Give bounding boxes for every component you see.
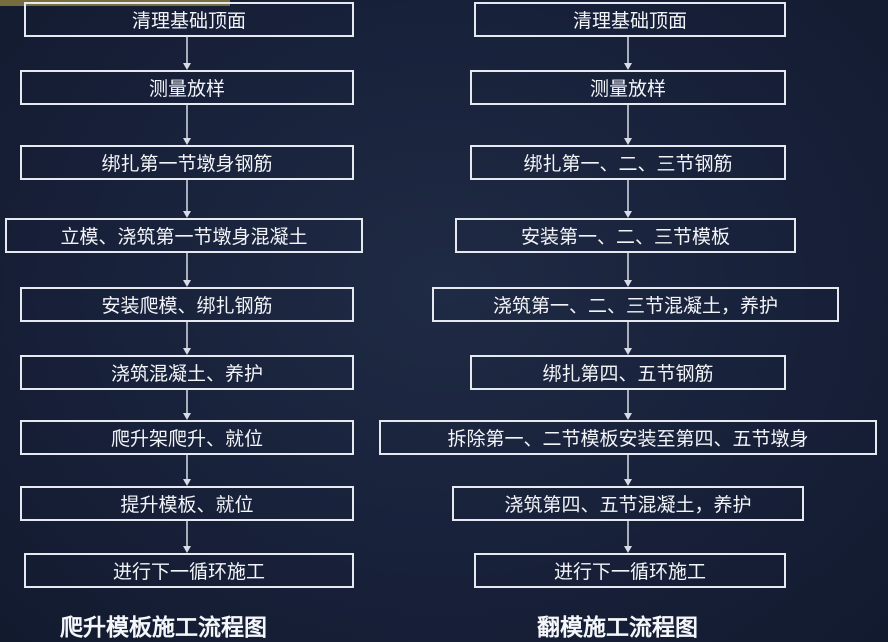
right-step-8: 浇筑第四、五节混凝土，养护 — [452, 486, 804, 521]
left-step-9: 进行下一循环施工 — [24, 553, 354, 588]
left-arrow-8 — [183, 521, 191, 553]
left-step-4: 立模、浇筑第一节墩身混凝土 — [5, 218, 363, 253]
left-arrow-6 — [183, 390, 191, 420]
left-step-6: 浇筑混凝土、养护 — [20, 355, 354, 390]
left-arrow-7 — [183, 455, 191, 486]
left-step-3: 绑扎第一节墩身钢筋 — [20, 145, 354, 180]
left-arrow-4 — [183, 253, 191, 287]
right-step-7: 拆除第一、二节模板安装至第四、五节墩身 — [379, 420, 877, 455]
left-arrow-5 — [183, 322, 191, 355]
left-step-5: 安装爬模、绑扎钢筋 — [20, 287, 354, 322]
right-step-4: 安装第一、二、三节模板 — [455, 218, 796, 253]
right-arrow-4 — [624, 253, 632, 287]
right-step-1: 清理基础顶面 — [474, 2, 786, 37]
left-arrow-2 — [183, 105, 191, 145]
left-arrow-1 — [183, 37, 191, 70]
right-arrow-8 — [624, 521, 632, 553]
left-step-2: 测量放样 — [20, 70, 354, 105]
left-step-7: 爬升架爬升、就位 — [20, 420, 354, 455]
right-arrow-6 — [624, 390, 632, 420]
right-arrow-5 — [624, 322, 632, 355]
left-step-1: 清理基础顶面 — [24, 2, 354, 37]
left-caption: 爬升模板施工流程图 — [60, 615, 267, 641]
right-arrow-7 — [624, 455, 632, 486]
right-step-9: 进行下一循环施工 — [474, 553, 786, 588]
right-step-5: 浇筑第一、二、三节混凝土，养护 — [432, 287, 839, 322]
right-arrow-1 — [624, 37, 632, 70]
left-step-8: 提升模板、就位 — [20, 486, 354, 521]
right-step-2: 测量放样 — [470, 70, 786, 105]
right-step-6: 绑扎第四、五节钢筋 — [470, 355, 786, 390]
right-caption: 翻模施工流程图 — [537, 615, 698, 641]
right-arrow-2 — [624, 105, 632, 145]
left-arrow-3 — [183, 180, 191, 218]
right-step-3: 绑扎第一、二、三节钢筋 — [470, 145, 786, 180]
right-arrow-3 — [624, 180, 632, 218]
